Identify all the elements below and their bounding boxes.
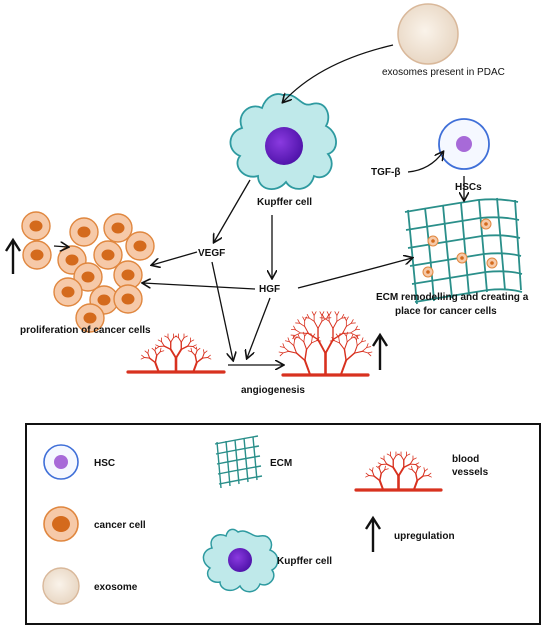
cancer-cell [53,277,83,307]
cancer-cell [69,217,99,247]
legend-ecm-label: ECM [270,458,292,469]
legend-exosome-label: exosome [94,582,138,593]
cancer-cell [113,260,143,290]
legend-kupffer-label: Kupffer cell [277,556,332,567]
cancer-cell [22,240,52,270]
arrow-hgf-to-cancer [143,283,256,290]
exosome-icon [397,3,459,65]
legend-upregulation-arrow-icon [364,515,382,552]
legend-hsc-label: HSC [94,458,115,469]
cancer-cell [113,284,143,314]
hgf-label: HGF [259,284,280,295]
legend-blood-label-line1: blood [452,454,479,465]
ecm-label-line2: place for cancer cells [395,306,497,317]
arrow-hgf-to-ecm [297,258,412,289]
exosome-label: exosomes present in PDAC [382,67,505,78]
legend-cancer-label: cancer cell [94,520,146,531]
upregulation-arrow-icon [4,237,22,274]
tgf-label: TGF-β [371,167,400,178]
legend-box [25,423,541,625]
legend-blood-label-line2: vessels [452,467,489,478]
kupffer-label: Kupffer cell [257,197,312,208]
arrow-cancer-small [53,246,68,247]
ecm-label-line1: ECM remodelling and creating a [376,292,529,303]
legend-kupffer-icon [202,528,279,593]
arrow-exosome-to-kupffer [283,44,394,102]
arrow-hgf-to-angiogenesis [247,297,271,358]
arrow-vegf-to-cancer [152,251,198,265]
cancer-cell [73,262,103,292]
cancer-cell-cluster [21,211,155,333]
arrow-tgf-to-hsc [407,152,443,173]
arrow-vegf-to-angiogenesis [211,261,233,360]
vegf-label: VEGF [198,248,225,259]
legend-hsc-icon [43,444,79,480]
arrow-kupffer-to-vegf [214,179,251,242]
upregulation-arrow-icon [371,332,389,370]
blood-vessel-large-icon [278,311,373,377]
legend-exosome-icon [42,567,80,605]
kupffer-cell-icon [229,93,337,190]
cancer-cell [103,213,133,243]
hsc-cell-icon [438,118,490,170]
legend-blood-vessel-icon [354,451,443,492]
ecm-mesh-icon [404,197,523,305]
cancer-cell [75,303,105,333]
legend-cancer-cell-icon [43,506,79,542]
hsc-label: HSCs [455,182,482,193]
angiogenesis-label: angiogenesis [241,385,305,396]
proliferation-label: proliferation of cancer cells [20,325,151,336]
cancer-cell [93,240,123,270]
blood-vessel-small-icon [126,333,226,374]
legend-ecm-icon [214,435,263,489]
pathway-arrows [53,44,464,365]
cancer-cell [21,211,51,241]
cancer-cell [125,231,155,261]
legend-upregulation-label: upregulation [394,531,455,542]
